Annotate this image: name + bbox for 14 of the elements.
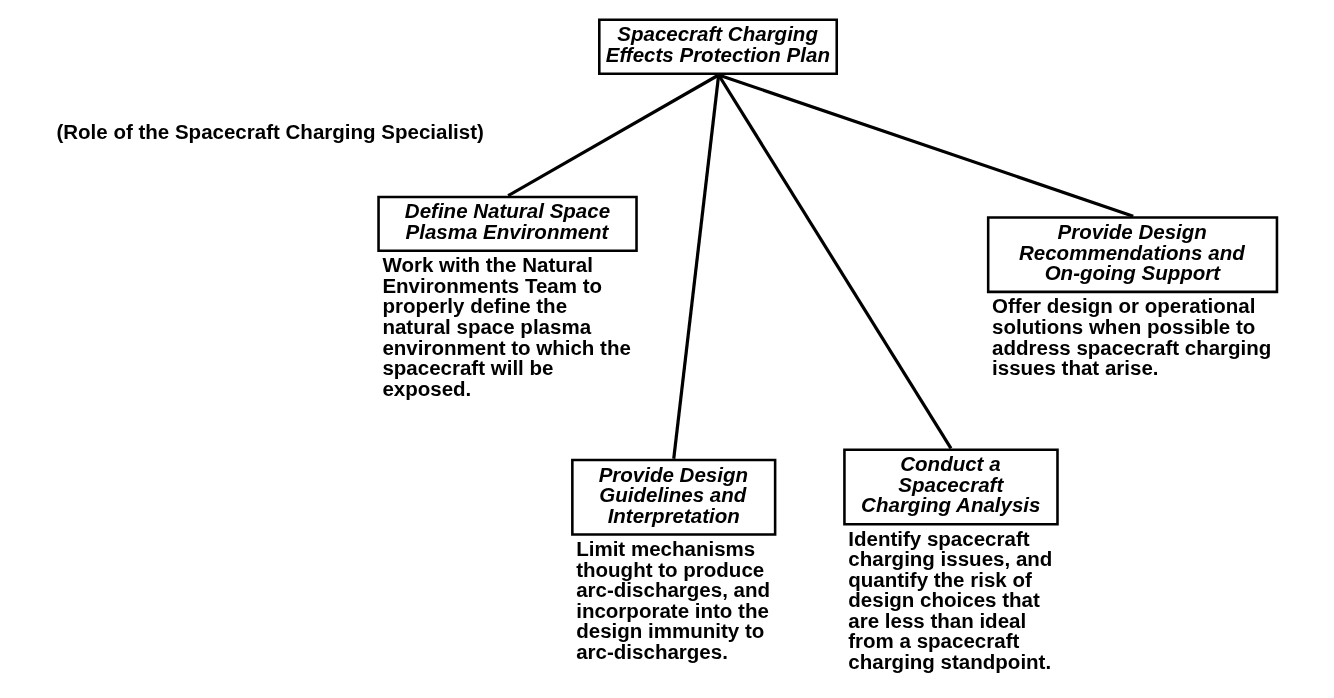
node-box: Define Natural Space Plasma Environment [377, 195, 638, 253]
connector [507, 73, 720, 198]
node-box: Spacecraft Charging Effects Protection Plan [598, 18, 839, 75]
node-label: Identify spacecraft charging issues, and quantify the risk of design choices that are less than ideal from a spacecraft charging standpoint. [848, 526, 1053, 673]
node-box: Conduct a Spacecraft Charging Analysis [843, 448, 1059, 526]
node-box: Provide Design Guidelines and Interpretation [571, 458, 777, 536]
node-label: Offer design or operational solutions when possible to address spacecraft charging issues that arise. [992, 294, 1272, 380]
node-label: Limit mechanisms thought to produce arc-discharges, and incorporate into the design immunity to arc-discharges. [576, 537, 771, 663]
node-label: Work with the Natural Environments Team to properly define the natural space plasma environment to which the spacecraft will be exposed. [382, 253, 631, 400]
label: (Role of the Spacecraft Charging Specialist) [56, 119, 484, 143]
connector [718, 73, 1134, 218]
node-box: Provide Design Recommendations and On-going Support [986, 216, 1279, 294]
connector [672, 74, 721, 459]
connector [717, 74, 953, 450]
